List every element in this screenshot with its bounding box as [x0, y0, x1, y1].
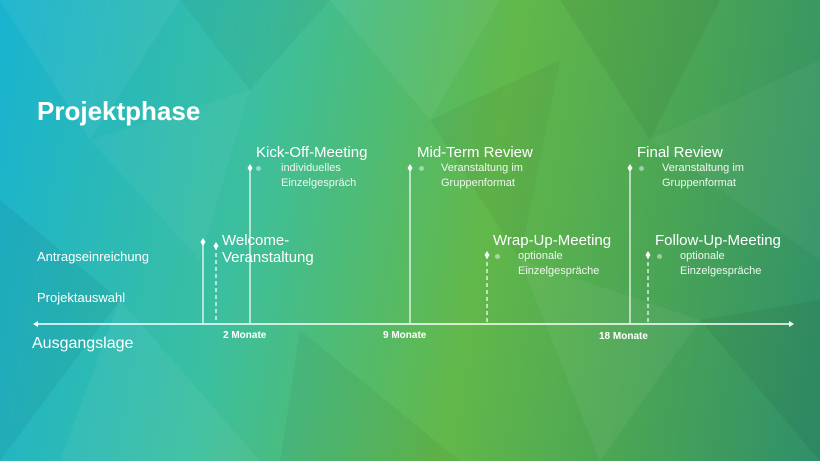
bullet-dot	[419, 166, 424, 171]
marker-final-review-diamond	[627, 164, 633, 172]
axis-right-arrow	[789, 321, 794, 327]
marker-antragseinreichung-diamond	[200, 238, 206, 246]
event-welcome-title-line2: Veranstaltung	[222, 249, 314, 266]
label-antragseinreichung: Antragseinreichung	[37, 249, 150, 264]
marker-wrap-up-diamond	[484, 251, 490, 259]
marker-kick-off-diamond	[247, 164, 253, 172]
event-kick-off-sub2: Einzelgespräch	[281, 177, 357, 189]
tick-2-monate: 2 Monate	[223, 330, 267, 341]
page-title: Projektphase	[37, 96, 201, 126]
marker-follow-up-diamond	[645, 251, 651, 259]
bullet-dot	[495, 254, 500, 259]
event-welcome-title: Welcome-	[222, 232, 290, 249]
bullet-dot	[256, 166, 261, 171]
bullet-dot	[639, 166, 644, 171]
event-wrap-up-title: Wrap-Up-Meeting	[493, 232, 612, 249]
event-mid-term-title: Mid-Term Review	[417, 144, 533, 161]
bullet-dot	[657, 254, 662, 259]
event-final-review-title: Final Review	[637, 144, 723, 161]
event-follow-up-sub1: optionale	[680, 250, 725, 262]
marker-projektauswahl-diamond	[213, 242, 219, 250]
label-projektauswahl: Projektauswahl	[37, 290, 126, 305]
event-final-review-sub2: Gruppenformat	[662, 177, 736, 189]
event-mid-term-sub1: Veranstaltung im	[441, 162, 523, 174]
event-kick-off-title: Kick-Off-Meeting	[256, 144, 368, 161]
event-follow-up-sub2: Einzelgespräche	[680, 265, 762, 277]
event-wrap-up-sub1: optionale	[518, 250, 563, 262]
axis-left-arrow	[33, 321, 38, 327]
event-wrap-up-sub2: Einzelgespräche	[518, 265, 600, 277]
event-mid-term-sub2: Gruppenformat	[441, 177, 515, 189]
event-follow-up-title: Follow-Up-Meeting	[655, 232, 781, 249]
marker-mid-term-diamond	[407, 164, 413, 172]
tick-18-monate: 18 Monate	[599, 331, 648, 342]
event-kick-off-sub1: individuelles	[281, 162, 341, 174]
label-ausgangslage: Ausgangslage	[32, 335, 134, 352]
event-final-review-sub1: Veranstaltung im	[662, 162, 744, 174]
tick-9-monate: 9 Monate	[383, 330, 427, 341]
